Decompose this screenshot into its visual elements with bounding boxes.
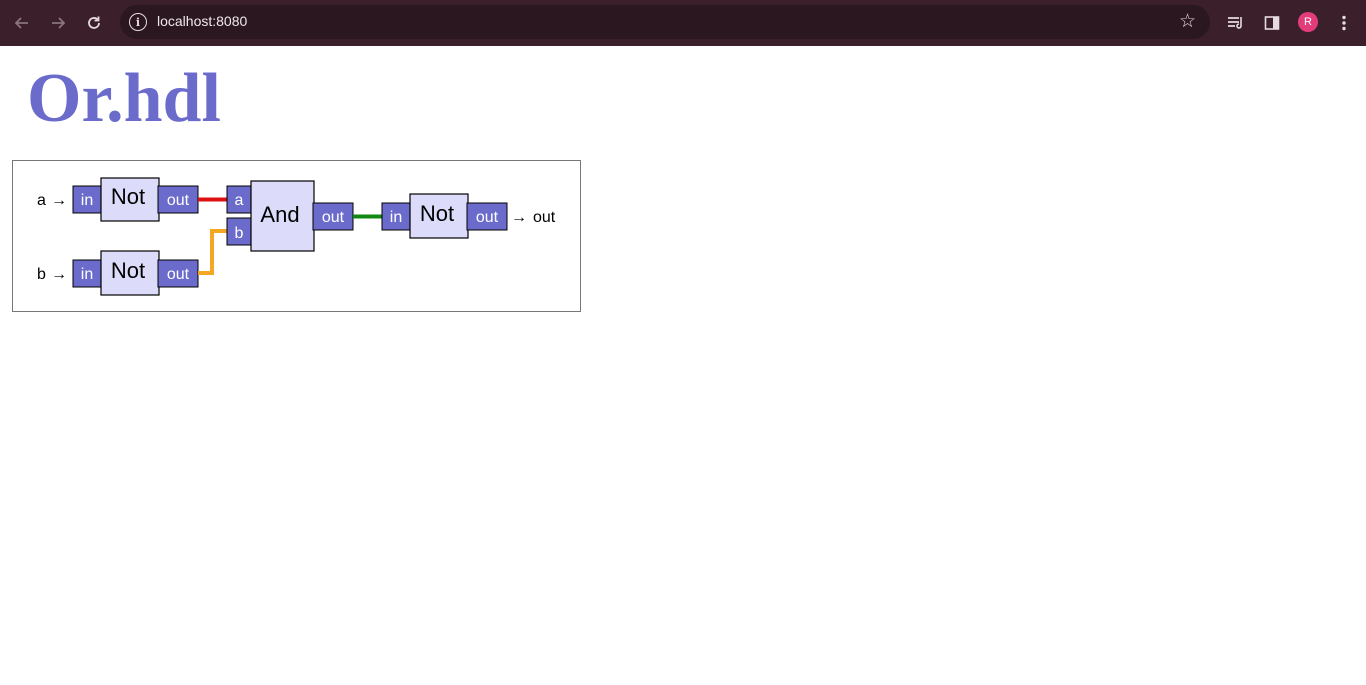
and-gate-out-label: out (322, 209, 345, 226)
not-gate-a-body (100, 177, 160, 222)
reload-icon[interactable] (82, 11, 106, 35)
not-gate-out-out-pin (466, 202, 508, 231)
not-gate-a: in Not out (72, 177, 199, 222)
not-gate-out-name: Not (420, 201, 454, 226)
and-gate-b-pin (226, 217, 253, 246)
not-gate-out-out-label: out (476, 209, 499, 226)
and-gate-name: And (260, 202, 299, 227)
input-a-arrow: → (51, 192, 67, 209)
not-gate-out-in-label: in (390, 209, 402, 226)
input-a-label: a (37, 192, 46, 209)
not-gate-a-in-pin (72, 185, 103, 214)
not-gate-a-in-label: in (81, 192, 93, 209)
and-gate-b-label: b (235, 225, 244, 242)
url-text[interactable]: localhost:8080 (157, 13, 248, 29)
not-gate-b-out-label: out (167, 266, 190, 283)
circuit-diagram: a → in Not out b → in Not out a (12, 160, 581, 312)
side-panel-icon[interactable] (1260, 11, 1284, 35)
not-gate-out-in-pin (381, 202, 412, 231)
input-b-arrow: → (51, 266, 67, 283)
not-gate-b-body (100, 250, 160, 296)
wire-not-b-to-and-b (198, 229, 227, 275)
not-gate-b-name: Not (111, 258, 145, 283)
not-gate-b-out-pin (157, 259, 199, 288)
output-arrow: → (511, 209, 527, 226)
forward-icon[interactable] (46, 11, 70, 35)
and-gate-body (250, 180, 315, 252)
not-gate-out-body (409, 193, 469, 239)
and-gate-a-pin (226, 185, 253, 214)
site-info-icon[interactable]: i (129, 13, 147, 31)
output-label: out (533, 209, 556, 226)
not-gate-b: in Not out (72, 250, 199, 296)
address-bar[interactable]: i localhost:8080 ☆ (120, 5, 1210, 39)
avatar[interactable]: R (1298, 12, 1318, 32)
and-gate-a-label: a (235, 192, 244, 209)
page-title: Or.hdl (27, 60, 221, 137)
not-gate-out: in Not out (381, 193, 508, 239)
and-gate: a b And out (226, 180, 354, 252)
not-gate-a-name: Not (111, 184, 145, 209)
reading-list-icon[interactable] (1224, 11, 1248, 35)
not-gate-a-out-label: out (167, 192, 190, 209)
browser-toolbar: i localhost:8080 ☆ R (0, 0, 1366, 46)
not-gate-b-in-pin (72, 259, 103, 288)
bookmark-star-icon[interactable]: ☆ (1178, 11, 1196, 32)
back-icon[interactable] (10, 11, 34, 35)
more-menu-icon[interactable] (1332, 11, 1356, 35)
input-b-label: b (37, 266, 46, 283)
not-gate-b-in-label: in (81, 266, 93, 283)
